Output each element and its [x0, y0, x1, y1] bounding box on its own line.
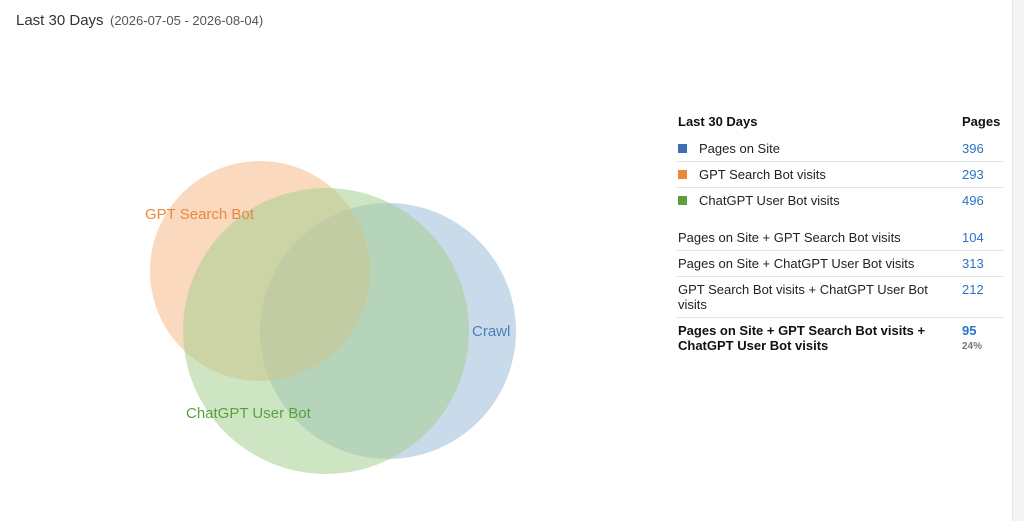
- table-row-total: Pages on Site + GPT Search Bot visits + …: [676, 318, 1004, 359]
- row-value[interactable]: 313: [962, 250, 1004, 277]
- row-label: Pages on Site + GPT Search Bot visits + …: [678, 323, 926, 353]
- venn-diagram: GPT Search Bot Crawl ChatGPT User Bot: [145, 161, 516, 474]
- period-title: Last 30 Days: [16, 12, 104, 29]
- row-value[interactable]: 95: [962, 323, 977, 338]
- table-row: GPT Search Bot visits + ChatGPT User Bot…: [676, 276, 1004, 318]
- venn-label-gpt-search-bot: GPT Search Bot: [145, 206, 255, 223]
- row-label: Pages on Site: [699, 141, 780, 156]
- table-row: Pages on Site + GPT Search Bot visits 10…: [676, 225, 1004, 251]
- row-label: ChatGPT User Bot visits: [699, 193, 840, 208]
- table-row: GPT Search Bot visits 293: [676, 161, 1004, 188]
- venn-label-crawl: Crawl: [472, 323, 510, 340]
- row-label: GPT Search Bot visits: [699, 167, 826, 182]
- scrollbar-track[interactable]: [1012, 0, 1024, 521]
- swatch-gpt-search-bot: [678, 170, 687, 179]
- table-row: ChatGPT User Bot visits 496: [676, 188, 1004, 214]
- row-label: GPT Search Bot visits + ChatGPT User Bot…: [678, 282, 928, 312]
- row-value[interactable]: 104: [962, 225, 1004, 251]
- row-label: Pages on Site + ChatGPT User Bot visits: [678, 256, 915, 271]
- date-range: (2026-07-05 - 2026-08-04): [110, 13, 264, 28]
- row-value[interactable]: 293: [962, 161, 1004, 188]
- row-value[interactable]: 396: [962, 136, 1004, 162]
- row-label: Pages on Site + GPT Search Bot visits: [678, 230, 901, 245]
- overlap-table: Last 30 Days Pages Pages on Site 396 GPT…: [676, 114, 1004, 358]
- venn-circle-chatgpt-user-bot[interactable]: [183, 188, 469, 474]
- page-header: Last 30 Days (2026-07-05 - 2026-08-04): [16, 12, 263, 30]
- row-value[interactable]: 496: [962, 193, 984, 208]
- table-row: Pages on Site + ChatGPT User Bot visits …: [676, 250, 1004, 277]
- venn-label-chatgpt-user-bot: ChatGPT User Bot: [186, 405, 312, 422]
- table-row: Pages on Site 396: [676, 136, 1004, 162]
- swatch-pages-on-site: [678, 144, 687, 153]
- swatch-chatgpt-user-bot: [678, 196, 687, 205]
- table-header-pages: Pages: [962, 114, 1001, 129]
- row-value[interactable]: 212: [962, 276, 1004, 318]
- row-percent: 24%: [962, 341, 983, 352]
- table-header-label: Last 30 Days: [678, 114, 758, 129]
